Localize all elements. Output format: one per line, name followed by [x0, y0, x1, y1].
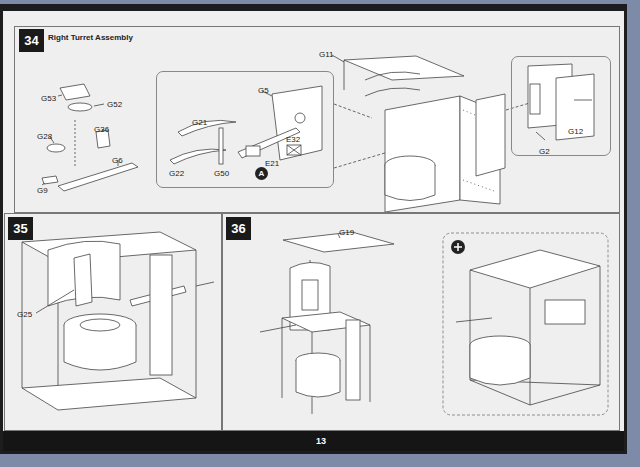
part-number: E21 — [265, 160, 279, 168]
step-panel: G25 35 — [4, 213, 222, 431]
parts-drawing — [332, 55, 344, 62]
part-number: G6 — [112, 157, 123, 165]
parts-drawing — [385, 165, 435, 201]
parts-drawing — [456, 318, 492, 322]
parts-drawing — [530, 84, 540, 114]
parts-drawing — [600, 266, 601, 385]
parts-drawing — [42, 183, 45, 185]
callout-letter: A — [259, 170, 265, 178]
parts-drawing — [470, 345, 530, 385]
parts-drawing — [302, 280, 318, 310]
part-number: G12 — [568, 128, 583, 136]
parts-drawing — [272, 86, 322, 160]
parts-drawing — [196, 250, 197, 398]
do-not-use-symbol — [287, 145, 301, 155]
parts-drawing — [22, 378, 196, 410]
parts-drawing — [48, 241, 120, 306]
part-number: G5 — [258, 87, 269, 95]
part-number: G9 — [37, 187, 48, 195]
part-number: G22 — [169, 170, 184, 178]
parts-drawing — [283, 232, 394, 252]
part-number: E32 — [286, 136, 300, 144]
parts-drawing — [219, 128, 223, 164]
part-number: G11 — [319, 51, 334, 59]
part-number: G53 — [41, 95, 56, 103]
step-number-box: 35 — [8, 217, 33, 240]
step-number: 34 — [24, 34, 38, 47]
step-number: 36 — [231, 222, 245, 235]
step-number-box: 34 — [19, 29, 44, 52]
parts-drawing — [260, 325, 296, 332]
magnifier-icon — [457, 243, 459, 251]
part-number: G25 — [17, 311, 32, 319]
parts-drawing — [60, 84, 90, 100]
part-number: G21 — [192, 119, 207, 127]
step-number-box: 36 — [226, 217, 251, 240]
parts-drawing — [344, 60, 345, 90]
magnifier-icon — [451, 240, 465, 254]
parts-drawing — [94, 104, 104, 106]
do-not-use-symbol — [287, 145, 301, 155]
part-number: G52 — [107, 101, 122, 109]
parts-drawing — [282, 318, 283, 398]
parts-drawing — [295, 113, 305, 123]
parts-drawing — [365, 88, 420, 96]
parts-drawing — [64, 325, 136, 370]
step-title: Right Turret Assembly — [48, 34, 133, 42]
step-panel: Right Turret AssemblyG53G52G28 G36G6G9 G11… — [14, 26, 620, 213]
parts-drawing — [58, 95, 62, 96]
do-not-use-symbol — [287, 145, 301, 155]
part-number: G19 — [339, 229, 354, 237]
parts-drawing — [545, 300, 585, 324]
sub-assembly-inset: G5G21G22 G50 E21 E32A — [156, 71, 334, 188]
parts-drawing — [47, 144, 65, 152]
part-number: G50 — [214, 170, 229, 178]
parts-drawing — [463, 180, 497, 192]
parts-drawing — [346, 320, 360, 400]
parts-drawing — [42, 176, 58, 184]
parts-drawing — [470, 250, 600, 288]
parts-drawing — [75, 120, 76, 168]
parts-drawing — [536, 132, 545, 140]
parts-drawing — [68, 103, 92, 111]
parts-drawing — [196, 282, 214, 286]
parts-drawing — [150, 255, 172, 375]
booklet-page — [3, 11, 624, 431]
parts-drawing — [370, 325, 371, 402]
parts-drawing — [574, 100, 592, 101]
parts-drawing — [334, 104, 372, 118]
step-number: 35 — [13, 222, 27, 235]
parts-drawing — [170, 149, 226, 164]
part-number: G2 — [539, 148, 550, 156]
part-number: G36 — [94, 126, 109, 134]
parts-drawing — [476, 94, 505, 176]
parts-drawing — [74, 254, 92, 306]
parts-drawing — [22, 55, 608, 415]
parts-drawing — [344, 56, 464, 80]
booklet-page — [0, 4, 627, 454]
booklet-page — [0, 4, 627, 454]
magnifier-icon — [451, 240, 465, 254]
callout-circle: A — [255, 167, 268, 180]
callout-circle-shape — [255, 167, 268, 180]
do-not-use-symbol — [287, 145, 301, 155]
parts-drawing — [443, 233, 608, 415]
parts-drawing — [80, 319, 120, 331]
parts-drawing — [36, 290, 74, 313]
parts-drawing — [385, 96, 460, 212]
page-number: 13 — [316, 437, 326, 446]
sub-assembly-inset: G2 G12 — [511, 56, 611, 156]
booklet-page — [3, 431, 624, 451]
step-panel: G19 36 — [222, 213, 620, 431]
parts-drawing — [246, 146, 260, 156]
parts-drawing — [556, 74, 594, 140]
parts-drawing — [296, 360, 340, 397]
parts-drawing — [238, 128, 300, 158]
parts-drawing — [365, 72, 420, 80]
part-number: G28 — [37, 133, 52, 141]
parts-drawing — [58, 163, 138, 191]
